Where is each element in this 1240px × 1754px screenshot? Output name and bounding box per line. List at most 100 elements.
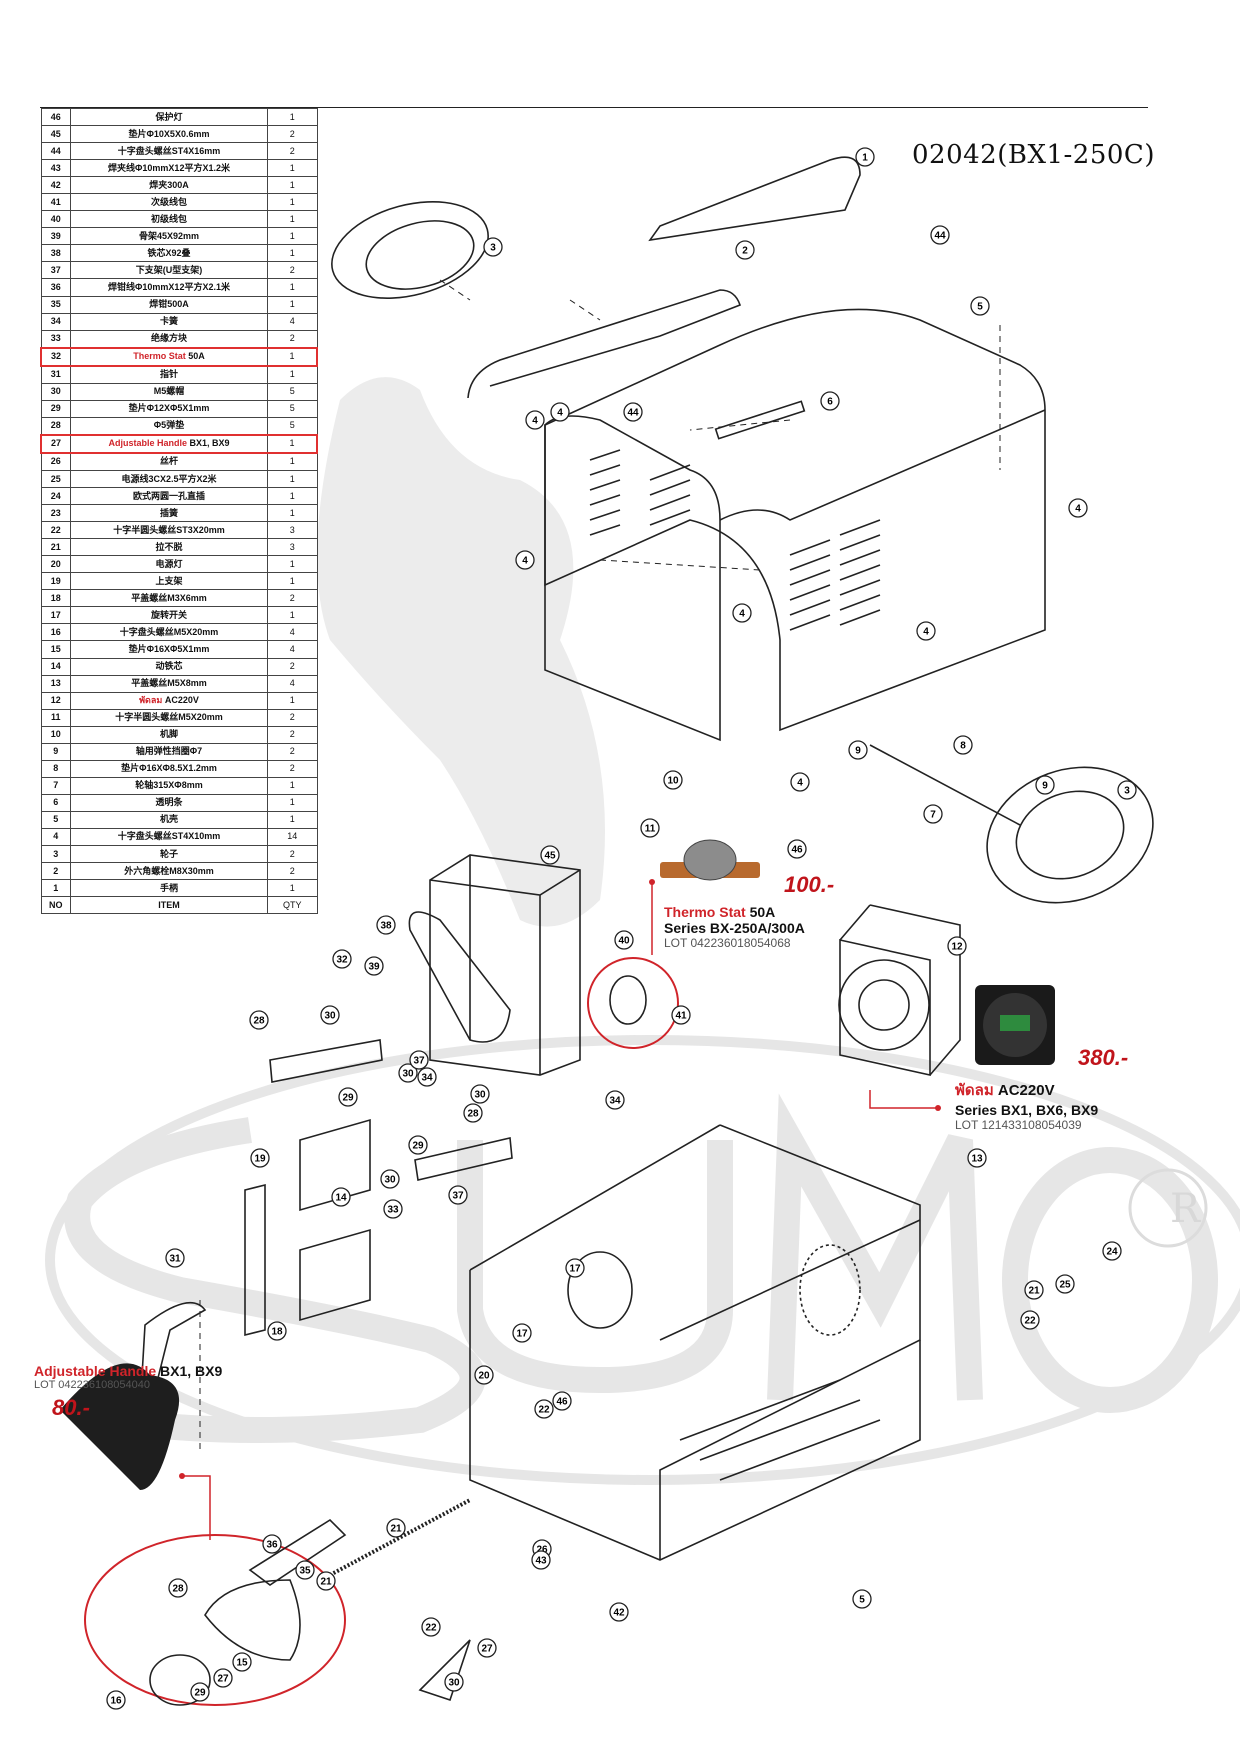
bubble-label: 4 xyxy=(522,556,528,567)
bubble-label: 41 xyxy=(675,1011,687,1022)
part-item: 欧式两圆一孔直插 xyxy=(70,487,268,506)
table-header-no: NO xyxy=(40,896,71,915)
part-item: 丝杆 xyxy=(70,452,268,471)
part-item-red: Adjustable Handle xyxy=(108,438,187,449)
bubble-circle xyxy=(267,1321,287,1341)
part-qty: 4 xyxy=(267,623,318,642)
part-number-bubble: 20 xyxy=(474,1365,494,1385)
bubble-label: 22 xyxy=(1024,1316,1036,1327)
part-qty: 14 xyxy=(267,827,318,847)
part-number-bubble: 13 xyxy=(967,1148,987,1168)
part-number-bubble: 37 xyxy=(409,1050,429,1070)
part-no: 43 xyxy=(40,159,71,178)
part-no: 39 xyxy=(40,227,71,246)
bubble-label: 29 xyxy=(194,1688,206,1699)
bubble-label: 30 xyxy=(402,1069,414,1080)
part-qty: 3 xyxy=(267,521,318,540)
part-number-bubble: 40 xyxy=(614,930,634,950)
part-no: 9 xyxy=(40,742,71,761)
fan-rating: AC220V xyxy=(997,1082,1055,1099)
bubble-label: 35 xyxy=(299,1566,311,1577)
bubble-circle xyxy=(531,1550,551,1570)
part-no: 15 xyxy=(40,640,71,659)
part-item: 垫片Φ16XΦ5X1mm xyxy=(70,640,268,659)
bubble-label: 39 xyxy=(368,962,380,973)
part-number-bubbles: 1234456444444444389971011464538394041323… xyxy=(106,147,1137,1710)
bubble-label: 3 xyxy=(1124,786,1130,797)
bubble-label: 28 xyxy=(467,1109,479,1120)
bubble-circle xyxy=(609,1602,629,1622)
part-qty: 5 xyxy=(267,416,318,436)
part-item: 指针 xyxy=(70,365,268,384)
part-no: 40 xyxy=(40,210,71,229)
part-number-bubble: 27 xyxy=(213,1668,233,1688)
part-no: 5 xyxy=(40,810,71,829)
part-item-red: Thermo Stat xyxy=(133,351,186,362)
part-number-bubble: 4 xyxy=(515,550,535,570)
bubble-circle xyxy=(408,1135,428,1155)
part-item: 电源灯 xyxy=(70,555,268,574)
part-number-bubble: 44 xyxy=(930,225,950,245)
part-number-bubble: 4 xyxy=(790,772,810,792)
part-item: Adjustable Handle BX1, BX9 xyxy=(70,433,268,454)
bubble-label: 2 xyxy=(742,246,748,257)
part-number-bubble: 3 xyxy=(483,237,503,257)
part-item: 电源线3CX2.5平方X2米 xyxy=(70,469,268,489)
bubble-circle xyxy=(1117,780,1137,800)
bubble-circle xyxy=(540,845,560,865)
thermostat-photo xyxy=(660,839,760,881)
bubble-label: 1 xyxy=(862,153,868,164)
part-number-bubble: 15 xyxy=(232,1652,252,1672)
watermark-mark: R xyxy=(1170,1186,1202,1232)
bubble-label: 22 xyxy=(538,1405,550,1416)
bubble-circle xyxy=(106,1690,126,1710)
part-no: 41 xyxy=(40,193,71,212)
part-no: 25 xyxy=(40,469,71,489)
bubble-circle xyxy=(444,1672,464,1692)
part-no: 22 xyxy=(40,521,71,540)
bubble-label: 12 xyxy=(951,942,963,953)
bubble-label: 14 xyxy=(335,1193,347,1204)
bubble-circle xyxy=(470,1084,490,1104)
bubble-circle xyxy=(398,1063,418,1083)
bubble-label: 27 xyxy=(217,1674,229,1685)
bubble-label: 4 xyxy=(797,778,803,789)
bubble-label: 7 xyxy=(930,810,936,821)
bubble-circle xyxy=(421,1617,441,1637)
bubble-label: 4 xyxy=(923,627,929,638)
bubble-label: 46 xyxy=(791,845,803,856)
part-no: 36 xyxy=(40,278,71,297)
part-number-bubble: 2 xyxy=(735,240,755,260)
bubble-circle xyxy=(332,949,352,969)
part-item: 十字盘头螺丝ST4X10mm xyxy=(70,827,268,847)
part-number-bubble: 4 xyxy=(916,621,936,641)
part-qty: 2 xyxy=(267,261,318,280)
top-rule xyxy=(40,107,1148,108)
bubble-circle xyxy=(383,1199,403,1219)
bubble-circle xyxy=(534,1399,554,1419)
bubble-label: 45 xyxy=(544,851,556,862)
part-number-bubble: 39 xyxy=(364,956,384,976)
part-number-bubble: 34 xyxy=(417,1067,437,1087)
bubble-label: 8 xyxy=(960,741,966,752)
part-number-bubble: 16 xyxy=(106,1690,126,1710)
bubble-circle xyxy=(295,1560,315,1580)
part-no: 24 xyxy=(40,487,71,506)
part-item: 外六角螺栓M8X30mm xyxy=(70,862,268,881)
part-qty: 4 xyxy=(267,640,318,659)
part-qty: 1 xyxy=(267,278,318,297)
fan-leader-dot xyxy=(935,1105,941,1111)
part-item: 垫片Φ12XΦ5X1mm xyxy=(70,399,268,418)
part-qty: 1 xyxy=(267,193,318,212)
part-number-bubble: 11 xyxy=(640,818,660,838)
bubble-circle xyxy=(1068,498,1088,518)
part-qty: 1 xyxy=(267,159,318,178)
